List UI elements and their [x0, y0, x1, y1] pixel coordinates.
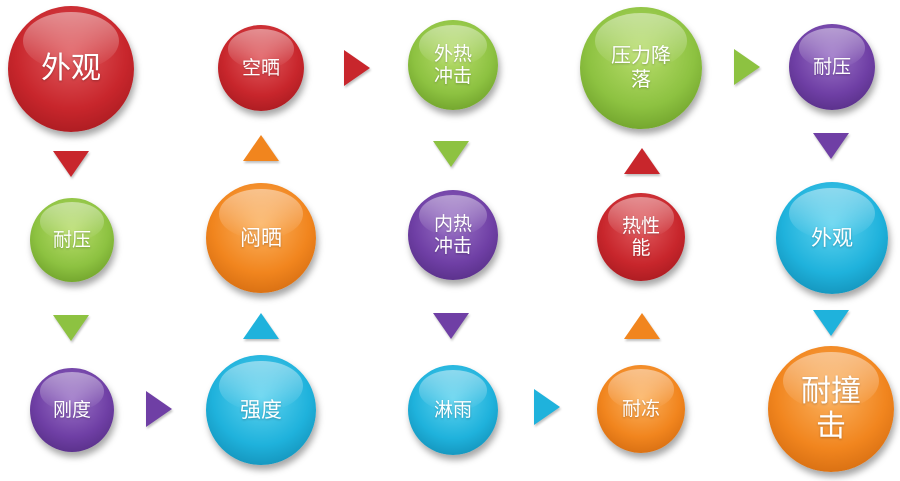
arrow-up-icon: [624, 148, 660, 174]
node-stiffness: 刚度: [30, 368, 114, 452]
node-thermal-performance: 热性 能: [597, 193, 685, 281]
node-pressure-resistance: 耐压: [30, 198, 114, 282]
arrow-down-icon: [813, 133, 849, 159]
arrow-right-icon: [344, 50, 370, 86]
arrow-up-icon: [624, 313, 660, 339]
node-pressure-drop: 压力降 落: [580, 7, 702, 129]
node-pressure-resistance-2: 耐压: [789, 24, 875, 110]
arrow-down-icon: [433, 313, 469, 339]
arrow-right-icon: [534, 389, 560, 425]
node-empty-sun-exposure: 空晒: [218, 25, 304, 111]
arrow-right-icon: [734, 49, 760, 85]
node-external-thermal-shock: 外热 冲击: [408, 20, 498, 110]
arrow-up-icon: [243, 313, 279, 339]
arrow-down-icon: [433, 141, 469, 167]
arrow-right-icon: [146, 391, 172, 427]
arrow-down-icon: [53, 151, 89, 177]
node-rain-test: 淋雨: [408, 365, 498, 455]
arrow-down-icon: [813, 310, 849, 336]
node-impact-resistance: 耐撞 击: [768, 346, 894, 472]
arrow-down-icon: [53, 315, 89, 341]
node-closed-sun-exposure: 闷晒: [206, 183, 316, 293]
node-strength: 强度: [206, 355, 316, 465]
arrow-up-icon: [243, 135, 279, 161]
node-freeze-resistance: 耐冻: [597, 365, 685, 453]
node-appearance-end: 外观: [776, 182, 888, 294]
node-appearance-start: 外观: [8, 6, 134, 132]
node-internal-thermal-shock: 内热 冲击: [408, 190, 498, 280]
